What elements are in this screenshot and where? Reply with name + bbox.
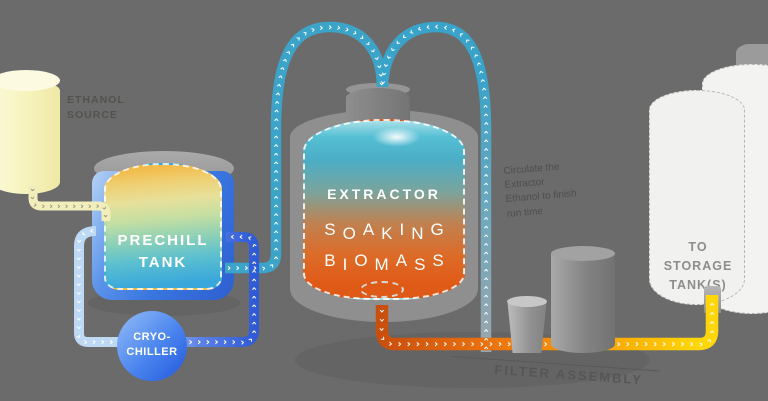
filter-large-cylinder bbox=[551, 246, 615, 353]
ethanol-source-tank-lid bbox=[0, 70, 60, 91]
prechill-tank-label: PRECHILL TANK bbox=[117, 232, 209, 271]
extractor-label: EXTRACTOR bbox=[327, 186, 441, 202]
extractor-drain-port bbox=[360, 281, 404, 298]
cryo-chiller bbox=[117, 311, 187, 381]
recirculation-note: Circulate the Extractor Ethanol to finis… bbox=[503, 161, 578, 220]
filter-large-lid bbox=[551, 246, 615, 261]
ethanol-source-label: ETHANOL SOURCE bbox=[67, 94, 125, 121]
ethanol-source-tank bbox=[0, 70, 60, 194]
storage-inlet-nozzle bbox=[704, 286, 721, 313]
filter-large-body bbox=[551, 253, 615, 353]
to-storage-label: TO STORAGE TANK(S) bbox=[663, 240, 733, 292]
filter-small-lid bbox=[507, 296, 547, 307]
filter-small-body bbox=[507, 301, 547, 353]
filter-small-cylinder bbox=[507, 296, 547, 353]
cryo-chiller-label: CRYO- CHILLER bbox=[126, 331, 178, 358]
ethanol-source-tank-body bbox=[0, 80, 60, 194]
